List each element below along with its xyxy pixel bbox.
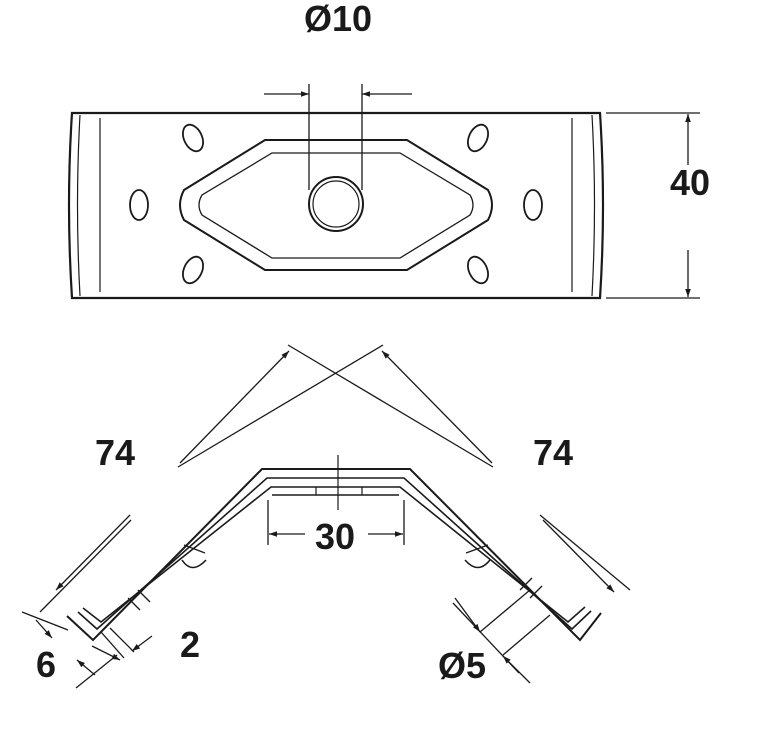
top-view: Ø10 40	[67, 0, 710, 300]
leg-length-right-label: 74	[533, 432, 573, 473]
raised-embossment	[179, 139, 493, 271]
thickness-label: 2	[180, 624, 200, 665]
dimension-leg-right: 74	[177, 344, 631, 593]
plate-width-label: 40	[670, 162, 710, 203]
dimension-lip-height: 6	[21, 611, 118, 689]
dimension-thickness: 2	[91, 624, 200, 665]
bracket-profile	[66, 455, 602, 642]
dimension-leg-left: 74	[39, 344, 494, 613]
mounting-holes	[129, 123, 543, 285]
plate-outline	[67, 111, 605, 300]
dimension-hole-diameter: Ø10	[264, 0, 412, 190]
side-view: 74 74 30 6	[21, 344, 631, 689]
leg-length-left-label: 74	[95, 432, 135, 473]
lip-height-label: 6	[36, 644, 56, 685]
hole-diameter-label: Ø10	[304, 0, 372, 39]
mounting-hole-diameter-label: Ø5	[438, 645, 486, 686]
dimension-flat-width: 30	[267, 500, 405, 557]
dimension-plate-width: 40	[606, 112, 710, 299]
dimension-mounting-hole: Ø5	[438, 589, 551, 686]
flat-width-label: 30	[315, 516, 355, 557]
center-hole	[308, 176, 364, 232]
